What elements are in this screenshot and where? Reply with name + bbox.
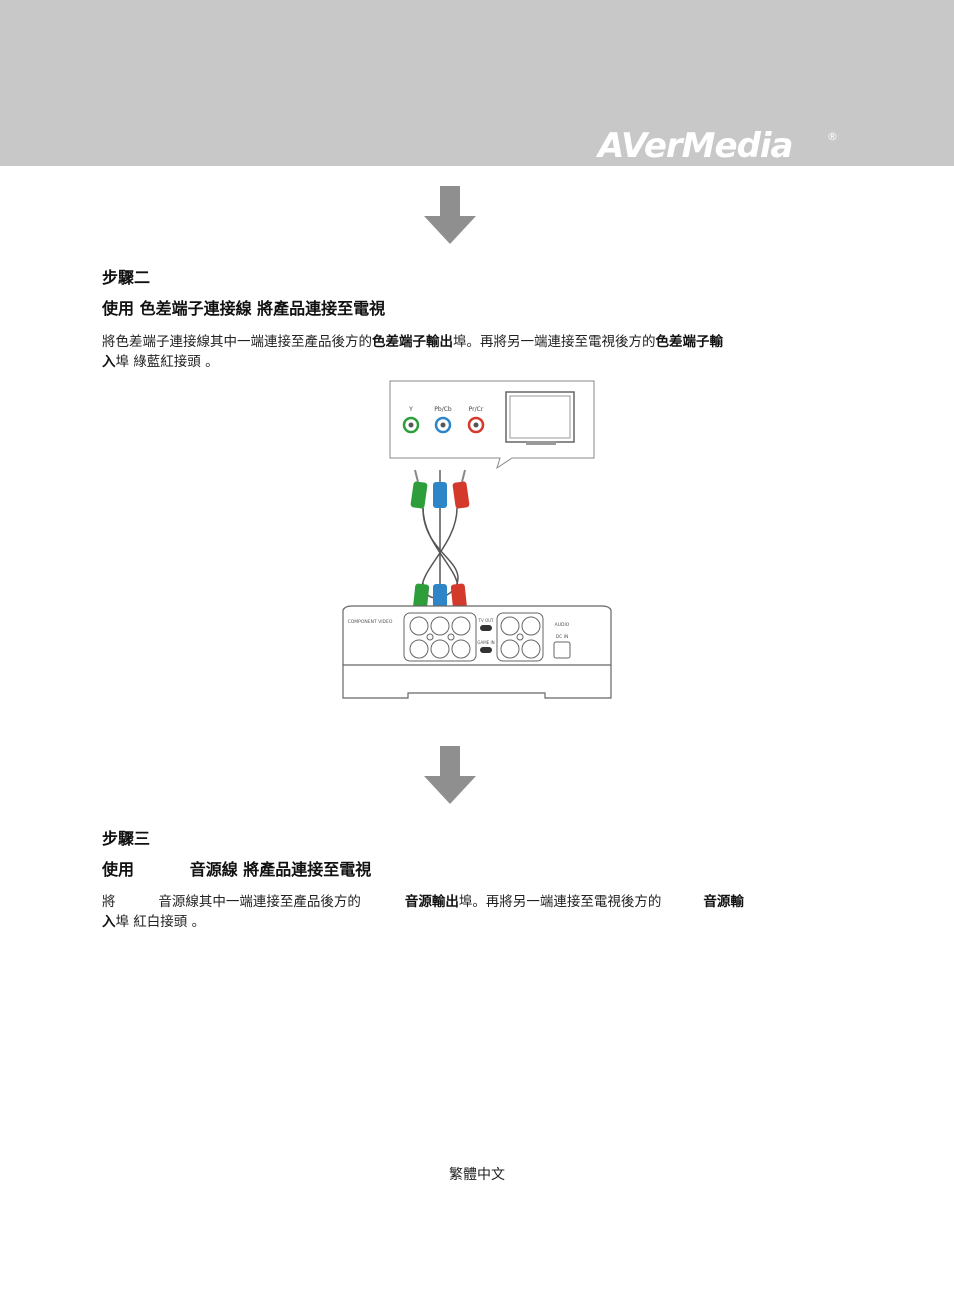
down-arrow-icon (424, 746, 476, 804)
registered-mark: ® (827, 130, 838, 143)
top-plug-green (410, 469, 428, 509)
game-in-label: GAME IN (477, 640, 494, 645)
dc-in-label: DC IN (556, 634, 569, 640)
avermedia-logo: AVerMedia (598, 126, 794, 166)
audio-label: AUDIO (555, 622, 570, 628)
step2-heading: 步驟二 (102, 268, 151, 287)
top-plug-red (452, 469, 470, 509)
header-band (0, 0, 954, 166)
tv-label-pr: Pr/Cr (469, 406, 484, 413)
down-arrow-icon (424, 186, 476, 244)
tv-callout-box (389, 380, 595, 470)
tv-out-label: TV OUT (478, 618, 495, 623)
top-plug-blue (433, 470, 447, 508)
language-footer: 繁體中文 (449, 1167, 505, 1183)
step2-line2: 入埠 綠藍紅接頭 。 (102, 354, 219, 370)
device-rear-panel (342, 605, 612, 666)
step2-title: 使用 色差端子連接線 將產品連接至電視 (102, 299, 386, 318)
component-connection-diagram: Y Pb/Cb Pr/Cr COMPONENT VIDEO (342, 380, 612, 699)
step3-title: 使用 音源線 將產品連接至電視 (102, 860, 372, 879)
tv-label-pb: Pb/Cb (434, 406, 452, 413)
tv-label-y: Y (408, 406, 413, 413)
step2-line1: 將色差端子連接線其中一端連接至產品後方的色差端子輸出埠。再將另一端連接至電視後方… (102, 334, 723, 350)
component-video-label: COMPONENT VIDEO (348, 619, 393, 625)
step3-line1: 將 音源線其中一端連接至產品後方的音源輸出埠。再將另一端連接至電視後方的音源輸 (102, 894, 744, 910)
step3-line2: 入埠 紅白接頭 。 (102, 914, 206, 930)
step3-heading: 步驟三 (102, 829, 151, 848)
